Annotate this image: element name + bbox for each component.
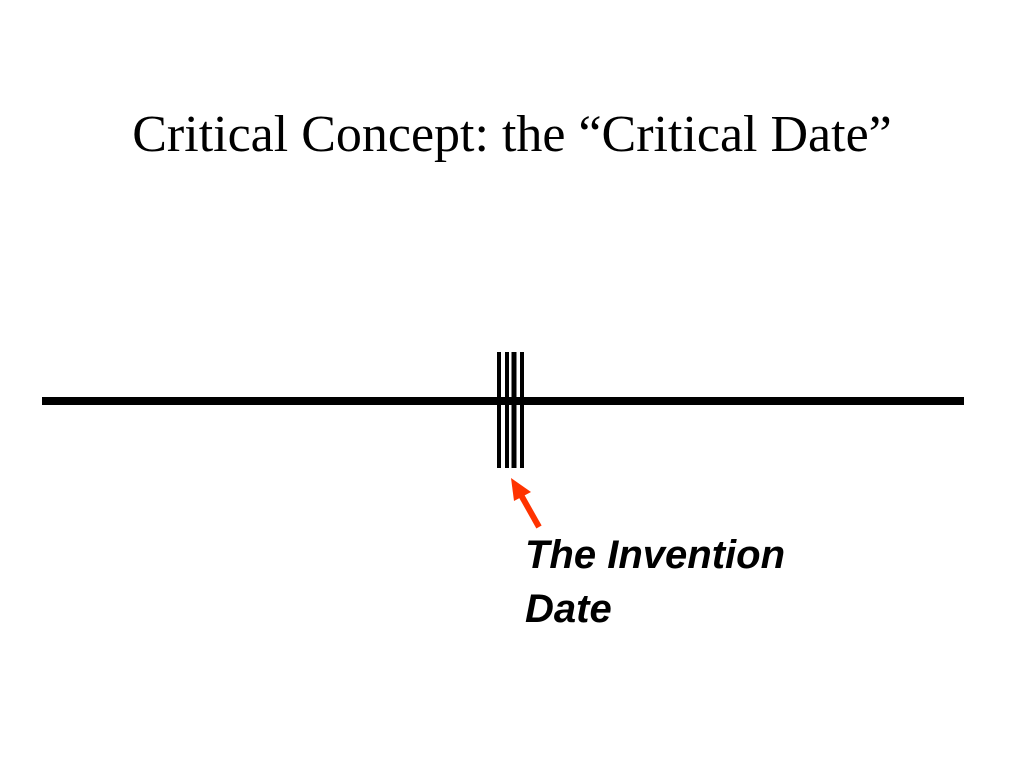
slide-title: Critical Concept: the “Critical Date”	[132, 106, 892, 163]
invention-date-label: The Invention Date	[525, 528, 845, 636]
pointer-arrow-icon	[511, 478, 542, 529]
invention-label-line1: The Invention	[525, 533, 785, 577]
invention-label-line2: Date	[525, 587, 612, 631]
invention-date-marker	[497, 352, 524, 468]
